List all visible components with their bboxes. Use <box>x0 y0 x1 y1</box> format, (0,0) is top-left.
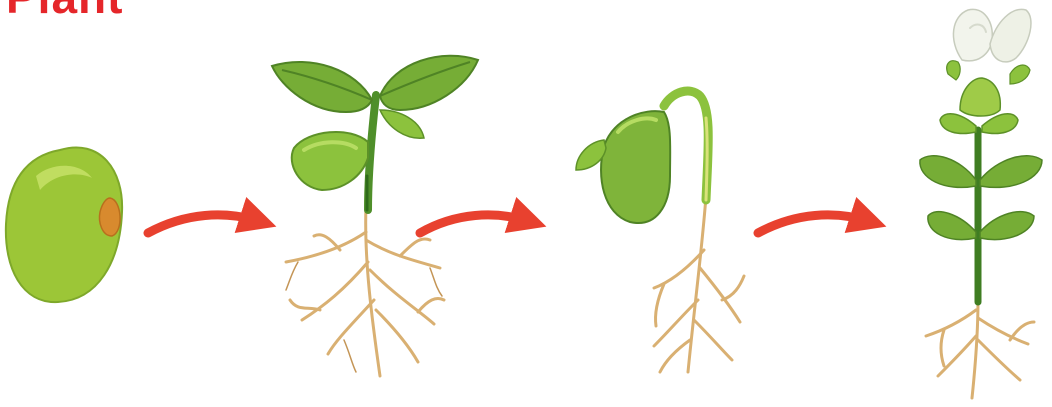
seedling-with-leaves-icon <box>272 56 478 376</box>
flowering-plant-icon <box>920 9 1042 398</box>
arrow-1 <box>148 215 262 233</box>
arrow-2 <box>420 215 532 233</box>
germinating-seed-icon <box>576 91 744 372</box>
arrow-3 <box>758 215 872 233</box>
seed-icon <box>6 147 122 302</box>
